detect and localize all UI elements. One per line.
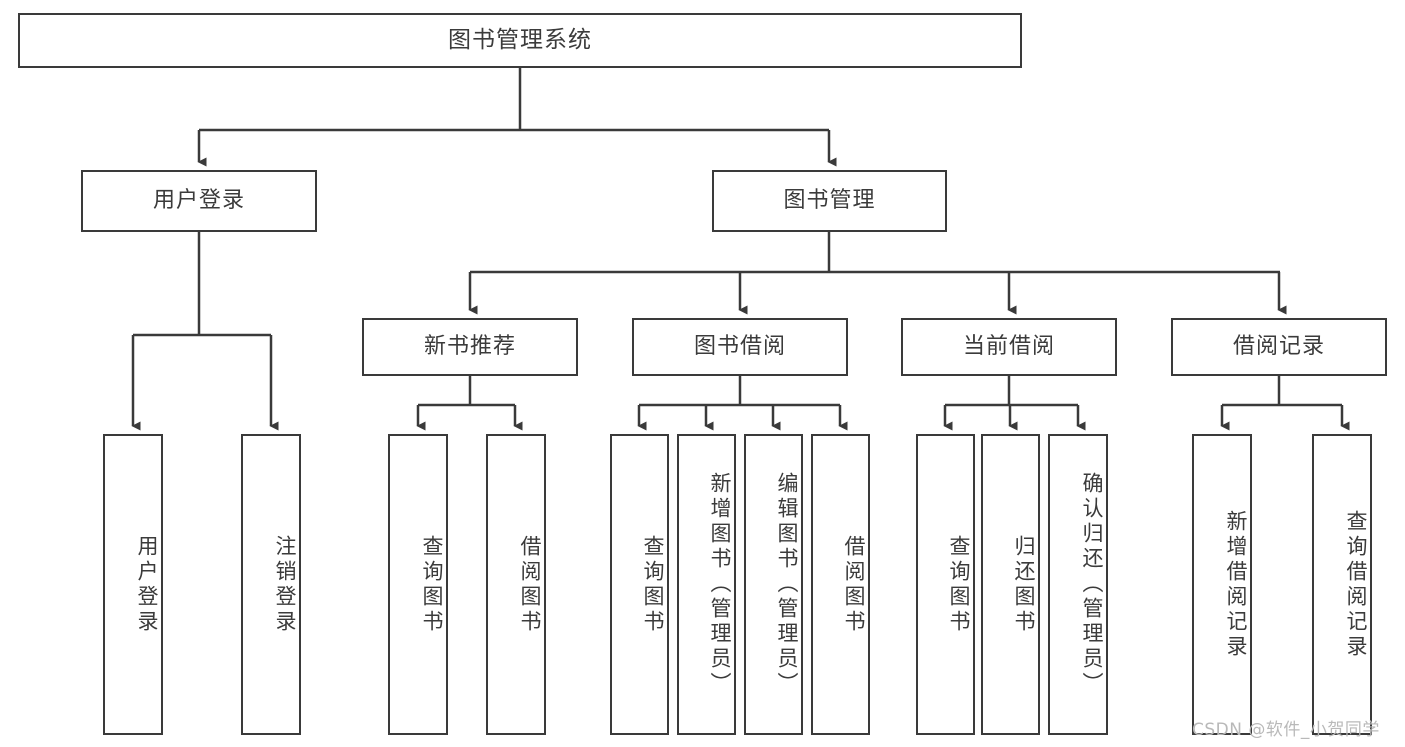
node-label: 新增图书（管理员）: [708, 472, 732, 697]
node-root-library-system[interactable]: 图书管理系统: [18, 13, 1022, 68]
node-book-borrow[interactable]: 图书借阅: [632, 318, 848, 376]
node-leaf-current-confirm-return[interactable]: 确认归还（管理员）: [1048, 434, 1108, 735]
node-new-book-recommend[interactable]: 新书推荐: [362, 318, 578, 376]
node-leaf-borrow-edit-book[interactable]: 编辑图书（管理员）: [744, 434, 803, 735]
node-leaf-record-query-record[interactable]: 查询借阅记录: [1312, 434, 1372, 735]
node-label: 新增借阅记录: [1224, 509, 1248, 660]
node-leaf-user-login[interactable]: 用户登录: [103, 434, 163, 735]
node-leaf-current-return-book[interactable]: 归还图书: [981, 434, 1040, 735]
node-label: 确认归还（管理员）: [1080, 472, 1104, 697]
node-leaf-user-logout[interactable]: 注销登录: [241, 434, 301, 735]
node-current-borrow[interactable]: 当前借阅: [901, 318, 1117, 376]
node-label: 图书借阅: [693, 333, 786, 359]
node-leaf-current-query-book[interactable]: 查询图书: [916, 434, 975, 735]
node-label: 新书推荐: [423, 333, 516, 359]
node-label: 编辑图书（管理员）: [775, 472, 799, 697]
node-label: 注销登录: [273, 534, 297, 635]
node-label: 借阅图书: [518, 534, 542, 635]
node-book-management[interactable]: 图书管理: [712, 170, 947, 232]
node-label: 查询图书: [641, 534, 665, 635]
node-label: 借阅记录: [1232, 333, 1325, 359]
node-leaf-borrow-borrow-book[interactable]: 借阅图书: [811, 434, 870, 735]
node-label: 借阅图书: [842, 534, 866, 635]
node-label: 查询图书: [947, 534, 971, 635]
node-label: 图书管理: [783, 187, 876, 213]
node-leaf-recommend-borrow-book[interactable]: 借阅图书: [486, 434, 546, 735]
csdn-watermark: CSDN @软件_小贺同学: [1192, 720, 1380, 740]
node-borrow-record[interactable]: 借阅记录: [1171, 318, 1387, 376]
node-label: 当前借阅: [962, 333, 1055, 359]
node-user-login[interactable]: 用户登录: [81, 170, 317, 232]
node-label: 查询图书: [420, 534, 444, 635]
node-label: 查询借阅记录: [1344, 509, 1368, 660]
node-label: 用户登录: [135, 534, 159, 635]
node-leaf-record-add-record[interactable]: 新增借阅记录: [1192, 434, 1252, 735]
node-leaf-borrow-add-book[interactable]: 新增图书（管理员）: [677, 434, 736, 735]
node-label: 归还图书: [1012, 534, 1036, 635]
node-leaf-borrow-query-book[interactable]: 查询图书: [610, 434, 669, 735]
node-label: 用户登录: [152, 187, 245, 213]
node-leaf-recommend-query-book[interactable]: 查询图书: [388, 434, 448, 735]
node-label: 图书管理系统: [448, 26, 592, 53]
